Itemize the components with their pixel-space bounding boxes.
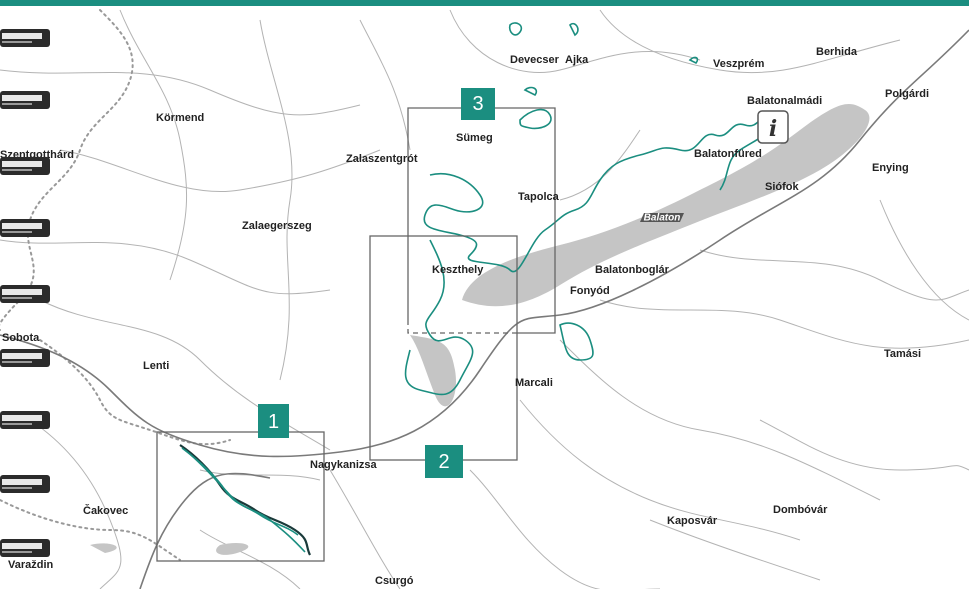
place-label: Csurgó xyxy=(375,575,414,587)
place-label: Tapolca xyxy=(518,191,560,203)
place-label: Keszthely xyxy=(432,264,484,276)
information-icon[interactable]: i xyxy=(757,110,789,144)
svg-text:1: 1 xyxy=(268,411,279,433)
main-highway xyxy=(0,29,969,458)
place-label: Balatonalmádi xyxy=(747,95,822,107)
place-label: Ajka xyxy=(565,54,589,66)
place-label: Veszprém xyxy=(713,58,765,70)
top-accent-bar xyxy=(0,0,969,6)
place-label: Polgárdi xyxy=(885,88,929,100)
section-1-badge[interactable]: 1 xyxy=(258,404,289,438)
section-3-badge[interactable]: 3 xyxy=(461,88,495,120)
binding-ring xyxy=(0,285,50,303)
lake-balaton xyxy=(90,104,870,555)
place-label: Sobota xyxy=(2,332,40,344)
country-borders xyxy=(0,9,231,561)
place-label: Sümeg xyxy=(456,132,493,144)
binding-ring xyxy=(0,475,50,493)
svg-text:2: 2 xyxy=(438,451,449,473)
place-label: Dombóvár xyxy=(773,504,828,516)
svg-text:3: 3 xyxy=(472,93,483,115)
place-label: Zalaszentgrót xyxy=(346,153,418,165)
svg-text:i: i xyxy=(769,116,777,142)
place-label: Čakovec xyxy=(83,504,128,517)
place-label: Marcali xyxy=(515,377,553,389)
place-label: Balatonfüred xyxy=(694,148,762,160)
place-label: Berhida xyxy=(816,46,858,58)
spiral-binding xyxy=(0,29,50,557)
section-3-box[interactable] xyxy=(407,107,556,334)
binding-ring xyxy=(0,539,50,557)
place-label: Fonyód xyxy=(570,285,610,297)
binding-ring xyxy=(0,349,50,367)
section-boxes[interactable] xyxy=(156,107,556,562)
section-1-box[interactable] xyxy=(156,431,325,562)
place-label: Enying xyxy=(872,162,909,174)
binding-ring xyxy=(0,29,50,47)
lake-label-plate xyxy=(640,213,684,222)
place-label: Körmend xyxy=(156,112,204,124)
place-label: Devecser xyxy=(510,54,560,66)
binding-ring xyxy=(0,157,50,175)
place-label: Lenti xyxy=(143,360,169,372)
section-2-badge[interactable]: 2 xyxy=(425,445,463,478)
place-label: Kaposvár xyxy=(667,515,718,527)
place-label: Varaždin xyxy=(8,559,54,571)
place-label: Balatonboglár xyxy=(595,264,670,276)
minor-roads xyxy=(0,9,969,589)
place-label: Tamási xyxy=(884,348,921,360)
place-label: Siófok xyxy=(765,181,799,193)
place-label: Nagykanizsa xyxy=(310,459,378,471)
hiking-trails[interactable] xyxy=(179,22,773,556)
southern-highway xyxy=(139,472,271,589)
binding-ring xyxy=(0,91,50,109)
binding-ring xyxy=(0,411,50,429)
place-labels: Devecser Ajka Veszprém Berhida Balatonal… xyxy=(0,46,929,587)
place-label: Zalaegerszeg xyxy=(242,220,312,232)
lake-label: Balaton xyxy=(644,213,681,224)
binding-ring xyxy=(0,219,50,237)
section-3-box-dashed-edge xyxy=(407,320,517,334)
